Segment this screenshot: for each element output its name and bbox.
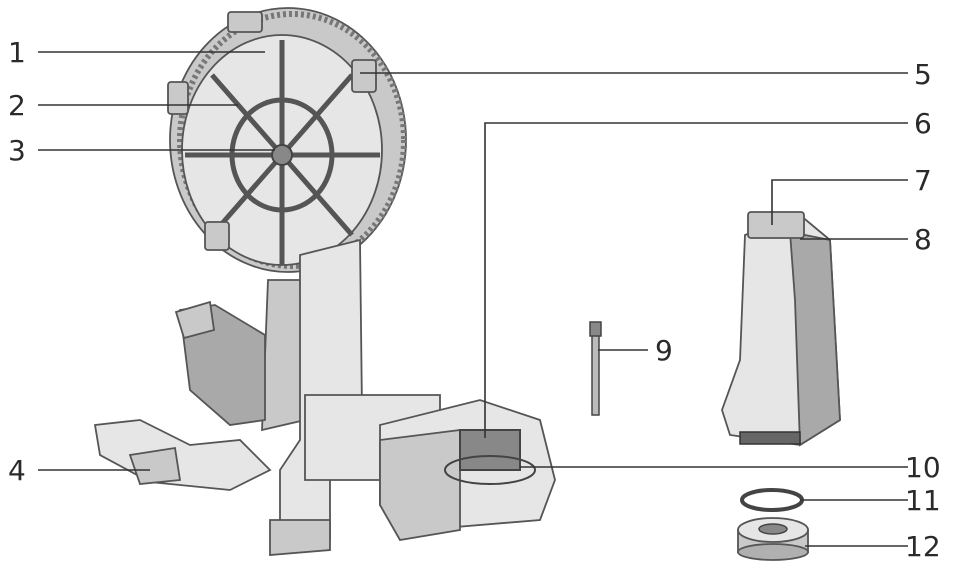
leader-6 bbox=[485, 123, 908, 438]
part-4-clip bbox=[95, 420, 270, 490]
nut-hub bbox=[759, 524, 787, 534]
part-7-8-tank bbox=[722, 212, 840, 445]
callout-11: 11 bbox=[905, 484, 941, 517]
callout-10: 10 bbox=[905, 451, 941, 484]
box-front bbox=[380, 430, 460, 540]
callout-12: 12 bbox=[905, 530, 941, 562]
callout-1: 1 bbox=[8, 36, 26, 69]
wheel-tab-top bbox=[228, 12, 262, 32]
part-9-pin bbox=[590, 322, 601, 415]
wheel-tab-right bbox=[352, 60, 376, 92]
box-motor bbox=[460, 430, 520, 470]
tank-cap bbox=[740, 432, 800, 444]
part-12-nut bbox=[738, 518, 808, 560]
base-foot bbox=[270, 520, 330, 555]
callout-7: 7 bbox=[914, 164, 932, 197]
tank-top bbox=[748, 212, 804, 238]
callout-8: 8 bbox=[914, 223, 932, 256]
callout-4: 4 bbox=[8, 454, 26, 487]
motor-box bbox=[380, 400, 555, 540]
callout-9: 9 bbox=[655, 334, 673, 367]
callout-2: 2 bbox=[8, 89, 26, 122]
callout-6: 6 bbox=[914, 107, 932, 140]
callout-3: 3 bbox=[8, 134, 26, 167]
pin-shaft bbox=[592, 330, 599, 415]
part-11-o-ring bbox=[742, 490, 802, 510]
callout-5: 5 bbox=[914, 58, 932, 91]
wheel-assembly bbox=[168, 8, 406, 272]
nut-bottom bbox=[738, 544, 808, 560]
wheel-hub bbox=[272, 145, 292, 165]
wheel-tab-left bbox=[168, 82, 188, 114]
pin-head bbox=[590, 322, 601, 336]
clip-body bbox=[95, 420, 270, 490]
stand-column bbox=[262, 280, 305, 430]
wheel-tab-lower bbox=[205, 222, 229, 250]
clip-front bbox=[130, 448, 180, 484]
